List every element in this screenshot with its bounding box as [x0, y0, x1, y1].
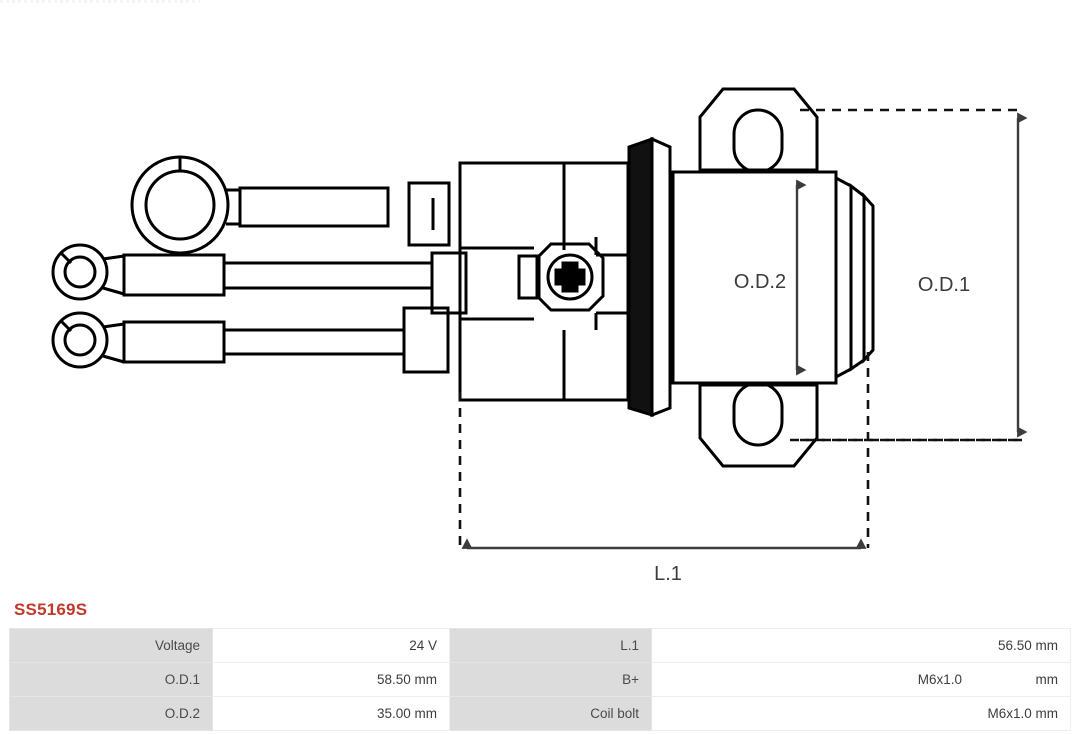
table-row: Voltage 24 V L.1 56.50 mm: [9, 628, 1071, 663]
end-cap-stack: [834, 175, 875, 380]
upper-connector-boot: [407, 181, 451, 247]
dimension-l1-label: L.1: [654, 563, 682, 585]
technical-drawing-container: O.D.1 O.D.2 L.1: [51, 87, 1028, 585]
mounting-flange-upper: [698, 87, 819, 174]
spec-value-voltage: 24 V: [212, 628, 450, 663]
spec-label-od2: O.D.2: [9, 696, 213, 731]
octagon-nut-with-screw: [517, 242, 605, 312]
upper-lead-bar: [238, 186, 390, 228]
spec-label-l1: L.1: [449, 628, 652, 663]
part-number: SS5169S: [14, 600, 88, 619]
solenoid-barrel: [668, 170, 838, 385]
dimension-od1: O.D.1: [918, 112, 1028, 438]
mounting-flange-lower: [698, 381, 819, 468]
spec-value-bplus: M6x1.0 mm: [651, 662, 1071, 697]
table-row: O.D.1 58.50 mm B+ M6x1.0 mm: [9, 662, 1071, 697]
lower-connector-boot: [402, 306, 450, 374]
spec-value-od2: 35.00 mm: [212, 696, 450, 731]
spec-label-coil-bolt: Coil bolt: [449, 696, 652, 731]
dimension-od2: O.D.2: [734, 179, 807, 376]
spec-value-bplus-main: M6x1.0: [917, 672, 962, 687]
dimension-extension-lines: [458, 108, 1022, 548]
solenoid-drawing: O.D.1 O.D.2 L.1: [51, 87, 1028, 585]
center-stud-stub: [430, 251, 468, 315]
spec-value-coil-bolt: M6x1.0 mm: [651, 696, 1071, 731]
dimension-l1: L.1: [461, 538, 867, 585]
table-row: O.D.2 35.00 mm Coil bolt M6x1.0 mm: [9, 696, 1071, 731]
spec-value-l1-unit: 56.50 mm: [997, 638, 1058, 653]
spec-value-od1: 58.50 mm: [212, 662, 450, 697]
spec-value-coil-bolt-unit: M6x1.0 mm: [987, 706, 1058, 721]
ring-terminal-lower: [51, 311, 404, 369]
spec-label-bplus: B+: [449, 662, 652, 697]
dimension-od2-label: O.D.2: [734, 271, 786, 293]
ring-terminal-middle: [51, 243, 432, 301]
spec-label-voltage: Voltage: [9, 628, 213, 663]
gasket-seal-ring: [627, 136, 672, 418]
spec-value-l1: 56.50 mm: [651, 628, 1071, 663]
spec-value-bplus-unit: mm: [1035, 672, 1059, 687]
spec-label-od1: O.D.1: [9, 662, 213, 697]
large-ring-terminal: [130, 155, 240, 255]
specifications-table: Voltage 24 V L.1 56.50 mm O.D.1 58.50 mm…: [9, 628, 1071, 731]
top-edge-artifact: [0, 0, 200, 3]
dimension-od1-label: O.D.1: [918, 274, 970, 296]
